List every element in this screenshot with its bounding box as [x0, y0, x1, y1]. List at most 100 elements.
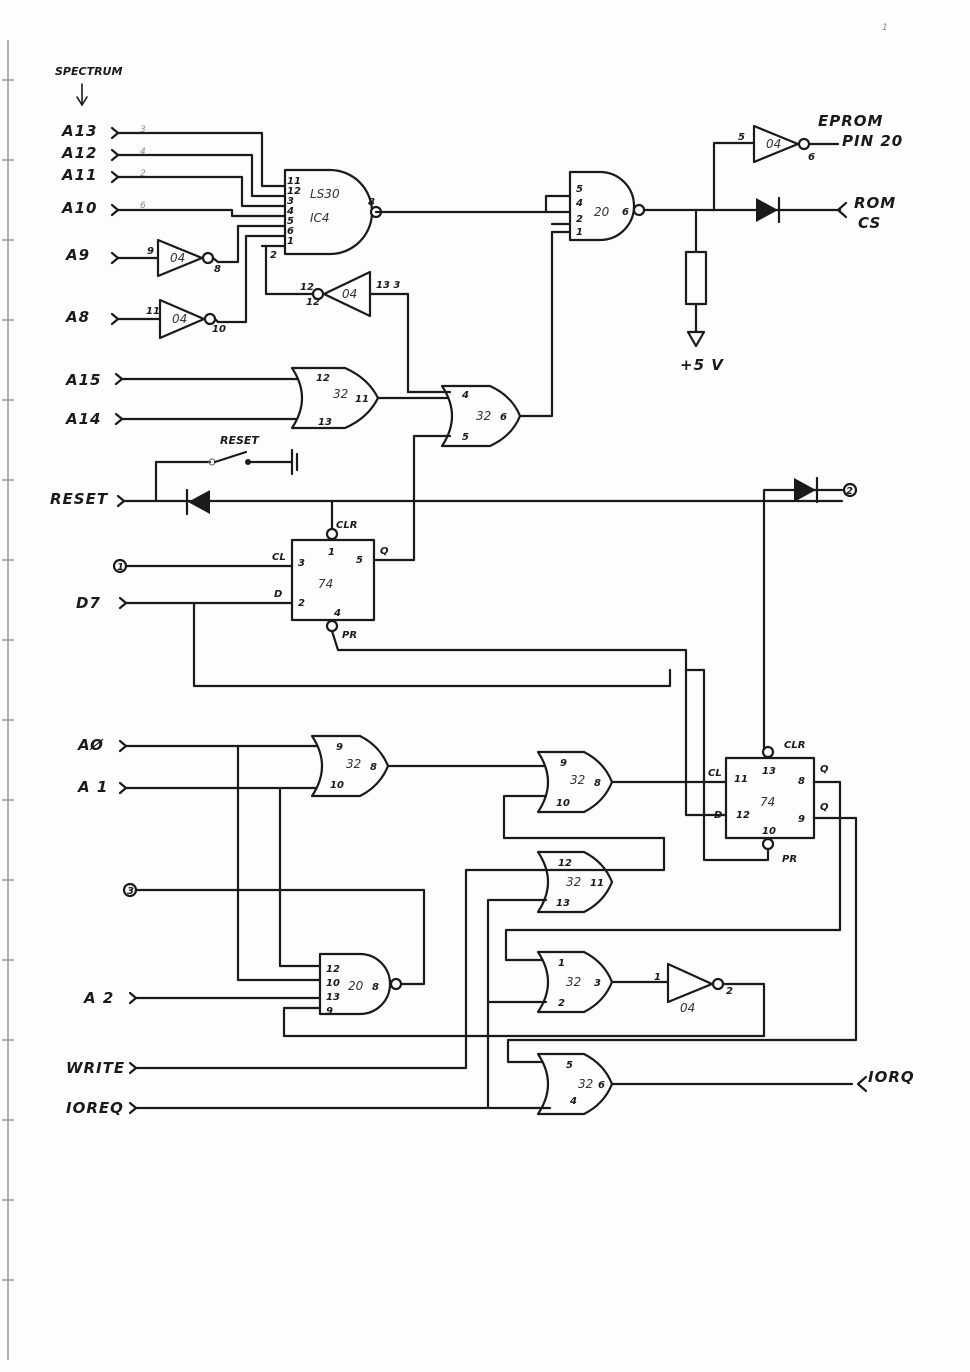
svg-text:6: 6 — [808, 152, 815, 163]
svg-text:32: 32 — [566, 975, 581, 989]
svg-text:12: 12 — [300, 282, 314, 293]
svg-text:1: 1 — [654, 972, 661, 983]
input-a14: A14 — [65, 410, 101, 428]
or-gate-mid: 4 5 6 32 — [406, 230, 554, 546]
or-gate-b: 9 10 8 32 — [502, 750, 728, 840]
spectrum-arrowhead — [76, 96, 88, 107]
nand4-gate-top: 5 4 2 1 6 20 — [374, 170, 646, 242]
svg-text:12: 12 — [558, 858, 572, 869]
svg-text:32: 32 — [578, 1077, 593, 1091]
svg-text:3: 3 — [594, 978, 601, 989]
svg-text:13: 13 — [556, 898, 570, 909]
svg-text:8: 8 — [370, 762, 377, 773]
svg-text:10: 10 — [556, 798, 570, 809]
svg-text:6: 6 — [140, 201, 146, 211]
inverter-bottom: 1 2 04 — [654, 962, 733, 1015]
svg-text:04: 04 — [172, 312, 187, 326]
svg-text:10: 10 — [762, 826, 776, 837]
svg-text:11: 11 — [355, 394, 369, 405]
nand8-gate: LS30 IC4 — [283, 168, 383, 256]
svg-text:11: 11 — [146, 306, 160, 317]
reset-switch-label: RESET — [220, 434, 260, 447]
svg-text:9: 9 — [326, 1006, 333, 1017]
inverter-top: 12 13 3 04 12 — [296, 270, 410, 394]
svg-text:11: 11 — [287, 176, 301, 187]
nand4-gate-bottom: 12 10 13 9 8 20 — [134, 952, 766, 1038]
flipflop-2: CLR 13 CL 11 D 12 8 Q 9 Q 10 PR 74 — [504, 668, 858, 1064]
svg-text:5: 5 — [287, 216, 294, 227]
or-gate-c: 12 13 11 32 — [134, 836, 666, 1110]
svg-text:12: 12 — [326, 964, 340, 975]
svg-text:5: 5 — [462, 432, 469, 443]
svg-text:10: 10 — [212, 324, 226, 335]
svg-text:6: 6 — [622, 207, 629, 218]
spectrum-label: SPECTRUM — [55, 65, 122, 78]
svg-text:PR: PR — [342, 630, 357, 641]
eprom-label: EPROM — [818, 112, 883, 130]
svg-text:1: 1 — [576, 227, 583, 238]
svg-text:04: 04 — [766, 137, 781, 151]
svg-text:3: 3 — [127, 886, 134, 897]
svg-text:6: 6 — [500, 412, 507, 423]
svg-text:10: 10 — [326, 978, 340, 989]
svg-text:32: 32 — [566, 875, 581, 889]
input-d7: D7 — [76, 594, 101, 612]
svg-text:11: 11 — [734, 774, 748, 785]
svg-text:10: 10 — [330, 780, 344, 791]
svg-text:5: 5 — [738, 132, 745, 143]
romcs-label-2: CS — [858, 214, 881, 232]
svg-text:CL: CL — [708, 768, 722, 779]
svg-text:9: 9 — [798, 814, 805, 825]
pin20-label: PIN 20 — [842, 132, 903, 150]
svg-text:CLR: CLR — [336, 520, 357, 531]
inverter-eprom: 5 6 04 — [738, 124, 840, 164]
svg-text:20: 20 — [348, 979, 364, 993]
inverter-a9: 9 8 04 — [116, 238, 221, 278]
svg-text:4: 4 — [286, 206, 294, 217]
input-a1: A 1 — [77, 778, 108, 796]
svg-text:74: 74 — [760, 795, 775, 809]
svg-text:13 3: 13 3 — [376, 280, 400, 291]
svg-text:8: 8 — [594, 778, 601, 789]
input-a8: A8 — [65, 308, 90, 326]
input-a9: A9 — [65, 246, 90, 264]
svg-text:04: 04 — [170, 251, 185, 265]
svg-text:4: 4 — [140, 147, 146, 157]
nand8-ref: IC4 — [310, 211, 330, 225]
svg-text:12: 12 — [306, 297, 320, 308]
svg-text:2: 2 — [726, 986, 733, 997]
svg-text:5: 5 — [576, 184, 583, 195]
svg-text:12: 12 — [316, 373, 330, 384]
svg-text:5: 5 — [566, 1060, 573, 1071]
svg-text:2: 2 — [140, 169, 146, 179]
connector-3: 3 — [122, 882, 138, 898]
svg-text:12: 12 — [736, 810, 750, 821]
input-a15: A15 — [65, 371, 101, 389]
input-a11: A11 — [61, 166, 97, 184]
or-gate-e: 5 4 6 32 — [134, 1052, 868, 1116]
svg-text:2: 2 — [576, 214, 583, 225]
input-a0: AØ — [77, 736, 104, 754]
svg-text:32: 32 — [476, 409, 491, 423]
svg-text:6: 6 — [598, 1080, 605, 1091]
input-a13: A13 — [61, 122, 97, 140]
c3-wire — [134, 888, 426, 986]
svg-text:32: 32 — [333, 387, 348, 401]
input-a12: A12 — [61, 144, 97, 162]
svg-text:2: 2 — [558, 998, 565, 1009]
connector-2: 2 — [842, 482, 858, 498]
binding-strip — [2, 40, 14, 1360]
svg-text:13: 13 — [318, 417, 332, 428]
connector-1: 1 — [112, 558, 128, 574]
svg-text:9: 9 — [560, 758, 567, 769]
svg-text:4: 4 — [575, 198, 583, 209]
svg-text:8: 8 — [798, 776, 805, 787]
svg-text:12: 12 — [287, 186, 301, 197]
svg-text:6: 6 — [287, 226, 294, 237]
svg-text:4: 4 — [333, 608, 341, 619]
inverter-a8: 11 10 04 — [116, 298, 226, 340]
svg-text:2: 2 — [270, 250, 277, 261]
svg-text:11: 11 — [590, 878, 604, 889]
svg-text:32: 32 — [570, 773, 585, 787]
